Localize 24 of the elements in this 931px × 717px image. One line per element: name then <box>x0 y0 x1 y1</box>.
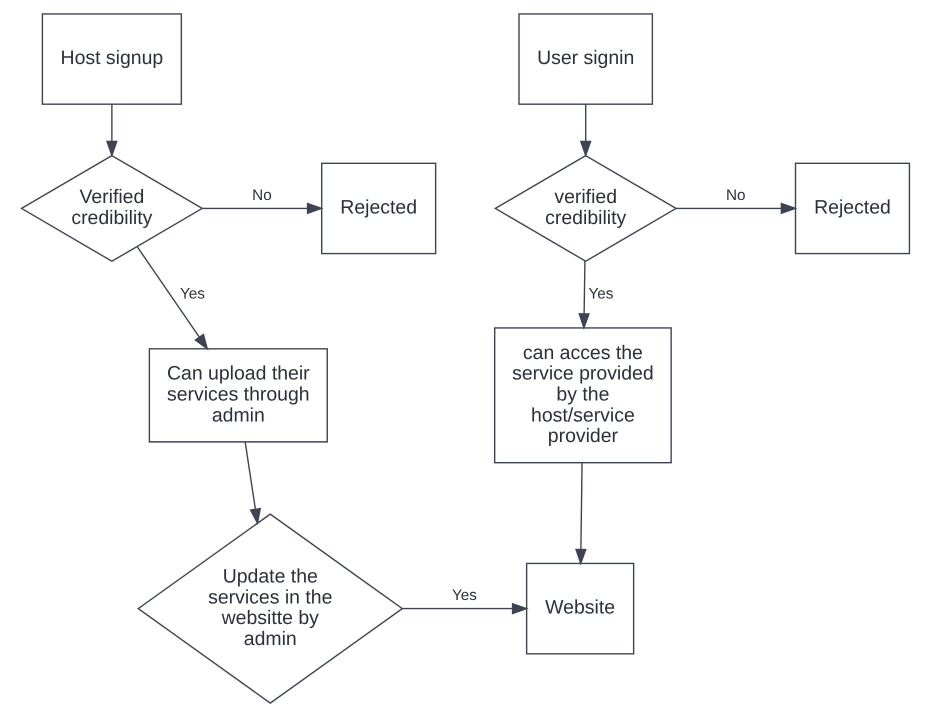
arrow <box>676 202 798 214</box>
arrow <box>575 462 587 566</box>
arrow <box>202 202 324 214</box>
node-box: Rejected <box>321 162 436 254</box>
arrow <box>580 104 592 158</box>
arrow <box>106 104 118 158</box>
node-box: can acces the service provided by the host/service provider <box>494 327 672 464</box>
node-box: User signin <box>518 13 654 105</box>
edge-label: Yes <box>452 586 477 604</box>
edge-label: Yes <box>180 285 205 302</box>
arrow <box>244 442 262 526</box>
edge-label: No <box>726 186 746 204</box>
node-diamond: verified credibility <box>494 154 678 262</box>
node-diamond: Verified credibility <box>20 154 204 262</box>
edge-label: Yes <box>588 285 614 302</box>
arrow <box>136 246 208 350</box>
node-box: Can upload their services through admin <box>148 348 328 443</box>
node-box: Website <box>526 562 634 654</box>
node-box: Host signup <box>42 13 182 105</box>
arrow <box>402 602 529 614</box>
arrow <box>578 261 590 330</box>
node-diamond: Update the services in the websitte by admin <box>137 513 404 704</box>
node-box: Rejected <box>794 162 910 254</box>
edge-label: No <box>252 186 272 204</box>
